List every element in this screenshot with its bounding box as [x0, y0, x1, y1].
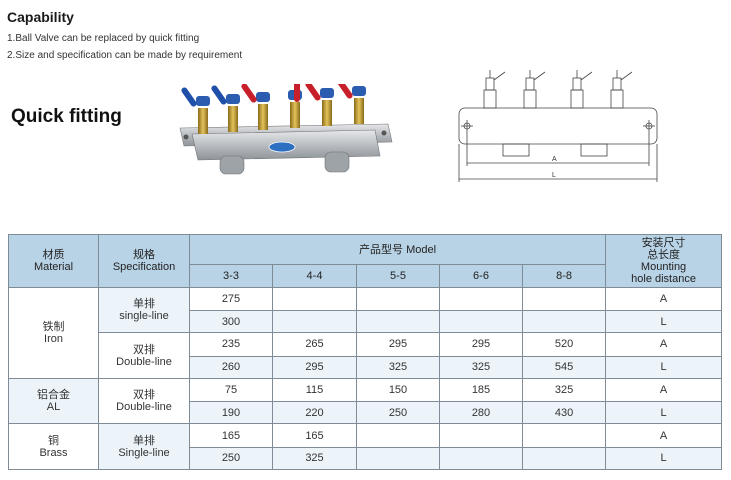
- table-cell: [521, 446, 607, 471]
- capability-line-2: 2.Size and specification can be made by …: [7, 50, 243, 61]
- row-label: A: [605, 286, 723, 311]
- table-cell: 250: [356, 401, 440, 425]
- valve-group: [181, 84, 366, 134]
- table-cell: 295: [439, 332, 523, 357]
- table-cell: [521, 309, 607, 334]
- table-cell: 325: [521, 377, 607, 403]
- table-cell: 295: [356, 332, 440, 357]
- table-cell: 115: [272, 377, 357, 403]
- row-label: A: [605, 332, 723, 357]
- technical-drawing: A L: [458, 70, 658, 182]
- table-cell: 430: [521, 401, 607, 425]
- table-cell: [439, 446, 523, 471]
- table-cell: 265: [272, 332, 357, 357]
- table-cell: 75: [189, 377, 273, 403]
- capability-title: Capability: [7, 9, 74, 25]
- table-cell: [356, 286, 440, 311]
- table-cell: [356, 446, 440, 471]
- quick-fitting-title: Quick fitting: [11, 106, 122, 127]
- header-model-8-8: 8-8: [521, 264, 607, 288]
- table-cell: 325: [439, 355, 523, 379]
- row-label: A: [605, 423, 723, 448]
- table-cell: 190: [189, 401, 273, 425]
- dim-label-a: A: [552, 156, 557, 163]
- table-cell: 235: [189, 332, 273, 357]
- table-cell: 220: [272, 401, 357, 425]
- table-cell: [439, 286, 523, 311]
- table-cell: 520: [521, 332, 607, 357]
- table-cell: 545: [521, 355, 607, 379]
- header-model-6-6: 6-6: [439, 264, 523, 288]
- row-label: L: [605, 355, 723, 379]
- header-model: 产品型号 Model: [188, 233, 607, 266]
- header-model-4-4: 4-4: [272, 264, 357, 288]
- table-cell: [439, 309, 523, 334]
- table-cell: 250: [189, 446, 273, 471]
- table-cell: [272, 286, 357, 311]
- table-cell: 165: [272, 423, 357, 448]
- header-model-5-5: 5-5: [356, 264, 440, 288]
- table-cell: 300: [189, 309, 273, 334]
- row-label: L: [605, 446, 723, 471]
- manifold-photo: [179, 84, 393, 175]
- table-cell: 185: [439, 377, 523, 403]
- table-cell: 325: [356, 355, 440, 379]
- row-label: A: [605, 377, 723, 403]
- table-cell: 295: [272, 355, 357, 379]
- table-cell: 280: [439, 401, 523, 425]
- table-cell: [521, 286, 607, 311]
- table-cell: [521, 423, 607, 448]
- table-cell: 260: [189, 355, 273, 379]
- dim-label-l: L: [552, 172, 556, 179]
- table-cell: 275: [189, 286, 273, 311]
- table-cell: [272, 309, 357, 334]
- header-model-3-3: 3-3: [189, 264, 273, 288]
- table-cell: [439, 423, 523, 448]
- row-label: L: [605, 309, 723, 334]
- table-cell: [356, 423, 440, 448]
- table-cell: 165: [189, 423, 273, 448]
- table-cell: 150: [356, 377, 440, 403]
- table-cell: 325: [272, 446, 357, 471]
- table-cell: [356, 309, 440, 334]
- capability-line-1: 1.Ball Valve can be replaced by quick fi…: [7, 33, 200, 44]
- row-label: L: [605, 401, 723, 425]
